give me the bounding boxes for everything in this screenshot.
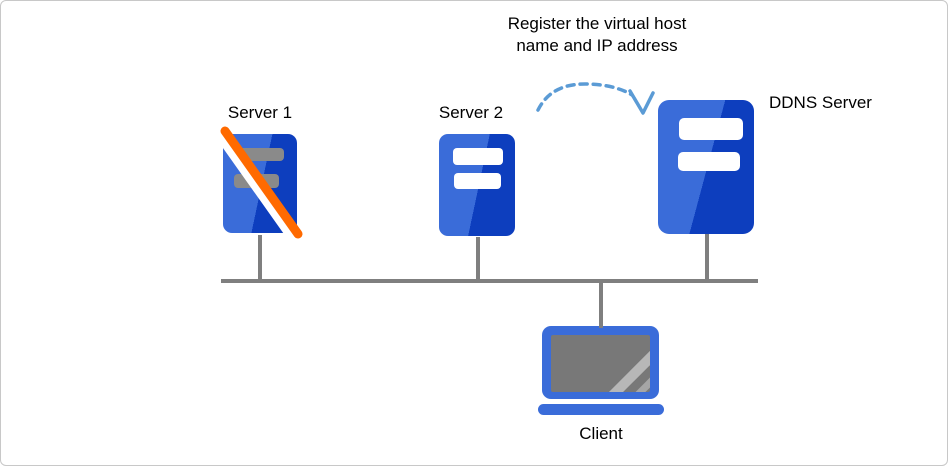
server-slot	[678, 152, 740, 171]
server-slot	[679, 118, 743, 140]
annotation-register-text: Register the virtual host name and IP ad…	[447, 13, 747, 57]
label-server2: Server 2	[438, 103, 504, 122]
laptop-screen	[551, 335, 650, 392]
server2-icon	[439, 134, 515, 236]
laptop-base	[538, 404, 664, 415]
annotation-line-1: Register the virtual host	[507, 14, 687, 33]
server-slot	[239, 148, 284, 161]
label-ddns-server: DDNS Server	[769, 93, 872, 112]
network-bus-lines	[221, 234, 758, 328]
server1-icon	[223, 134, 297, 233]
server-slot	[234, 174, 279, 188]
client-laptop-icon	[542, 326, 659, 399]
ddns-server-icon	[658, 100, 754, 234]
label-server1: Server 1	[227, 103, 293, 122]
arrow-dashed-arc	[536, 82, 634, 112]
register-arrow-icon	[536, 82, 655, 115]
server-slot	[454, 173, 501, 189]
arrow-head	[628, 89, 655, 115]
server-slot	[453, 148, 503, 165]
annotation-line-2: name and IP address	[516, 36, 678, 55]
label-client: Client	[579, 424, 623, 443]
